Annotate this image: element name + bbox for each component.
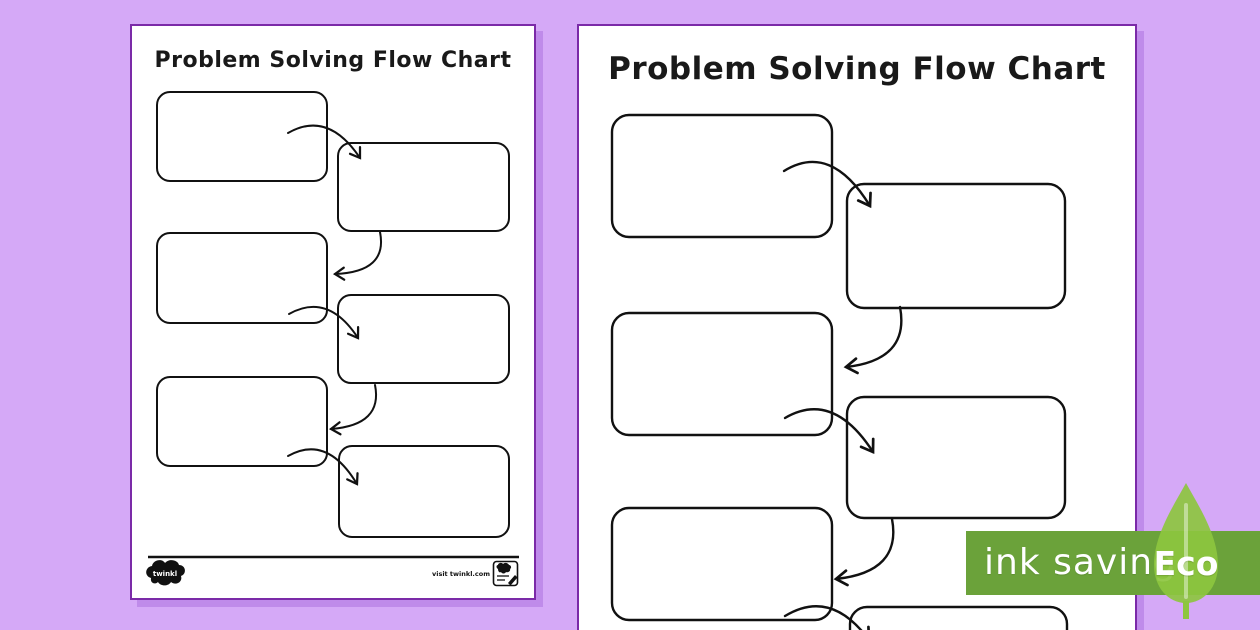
flow-box-2 bbox=[337, 142, 510, 232]
flow-box-4 bbox=[845, 395, 1067, 520]
page-title: Problem Solving Flow Chart bbox=[154, 48, 512, 73]
flow-arrow-1 bbox=[287, 124, 362, 160]
ink-saving-label: ink saving bbox=[984, 542, 1177, 583]
flow-box-5 bbox=[610, 506, 834, 622]
flow-box-2 bbox=[845, 182, 1067, 310]
flow-arrow-3 bbox=[288, 305, 360, 340]
flow-arrow-2 bbox=[843, 305, 903, 375]
flow-box-3 bbox=[156, 232, 328, 324]
worksheet-page-right: Problem Solving Flow Chart bbox=[577, 24, 1137, 630]
flow-box-1 bbox=[610, 113, 834, 239]
flow-arrow-4 bbox=[833, 517, 895, 587]
flow-arrow-1 bbox=[782, 160, 872, 209]
flowchart-drawing-right bbox=[610, 113, 1069, 630]
twinkl-logo-text: twinkl bbox=[153, 570, 177, 578]
eco-label: Eco bbox=[1153, 544, 1219, 583]
flow-arrow-4 bbox=[328, 384, 377, 436]
twinkl-seal-icon bbox=[492, 560, 519, 587]
worksheet-page-left: Problem Solving Flow Chart bbox=[130, 24, 536, 600]
flow-arrow-5 bbox=[287, 448, 359, 486]
flowchart-drawing-left: twinkl visit twinkl.com bbox=[146, 91, 519, 587]
flow-box-4 bbox=[337, 294, 510, 384]
flow-box-6 bbox=[338, 445, 510, 538]
flow-arrow-3 bbox=[783, 408, 875, 455]
flow-box-3 bbox=[610, 311, 834, 437]
flow-box-6 bbox=[848, 605, 1069, 630]
eco-leaf-icon bbox=[1146, 477, 1226, 623]
visit-twinkl-text: visit twinkl.com bbox=[432, 570, 490, 578]
flow-box-1 bbox=[156, 91, 328, 182]
flow-box-5 bbox=[156, 376, 328, 467]
page-title: Problem Solving Flow Chart bbox=[608, 51, 1106, 87]
twinkl-logo-icon: twinkl bbox=[146, 560, 185, 586]
flow-arrow-2 bbox=[332, 231, 382, 281]
